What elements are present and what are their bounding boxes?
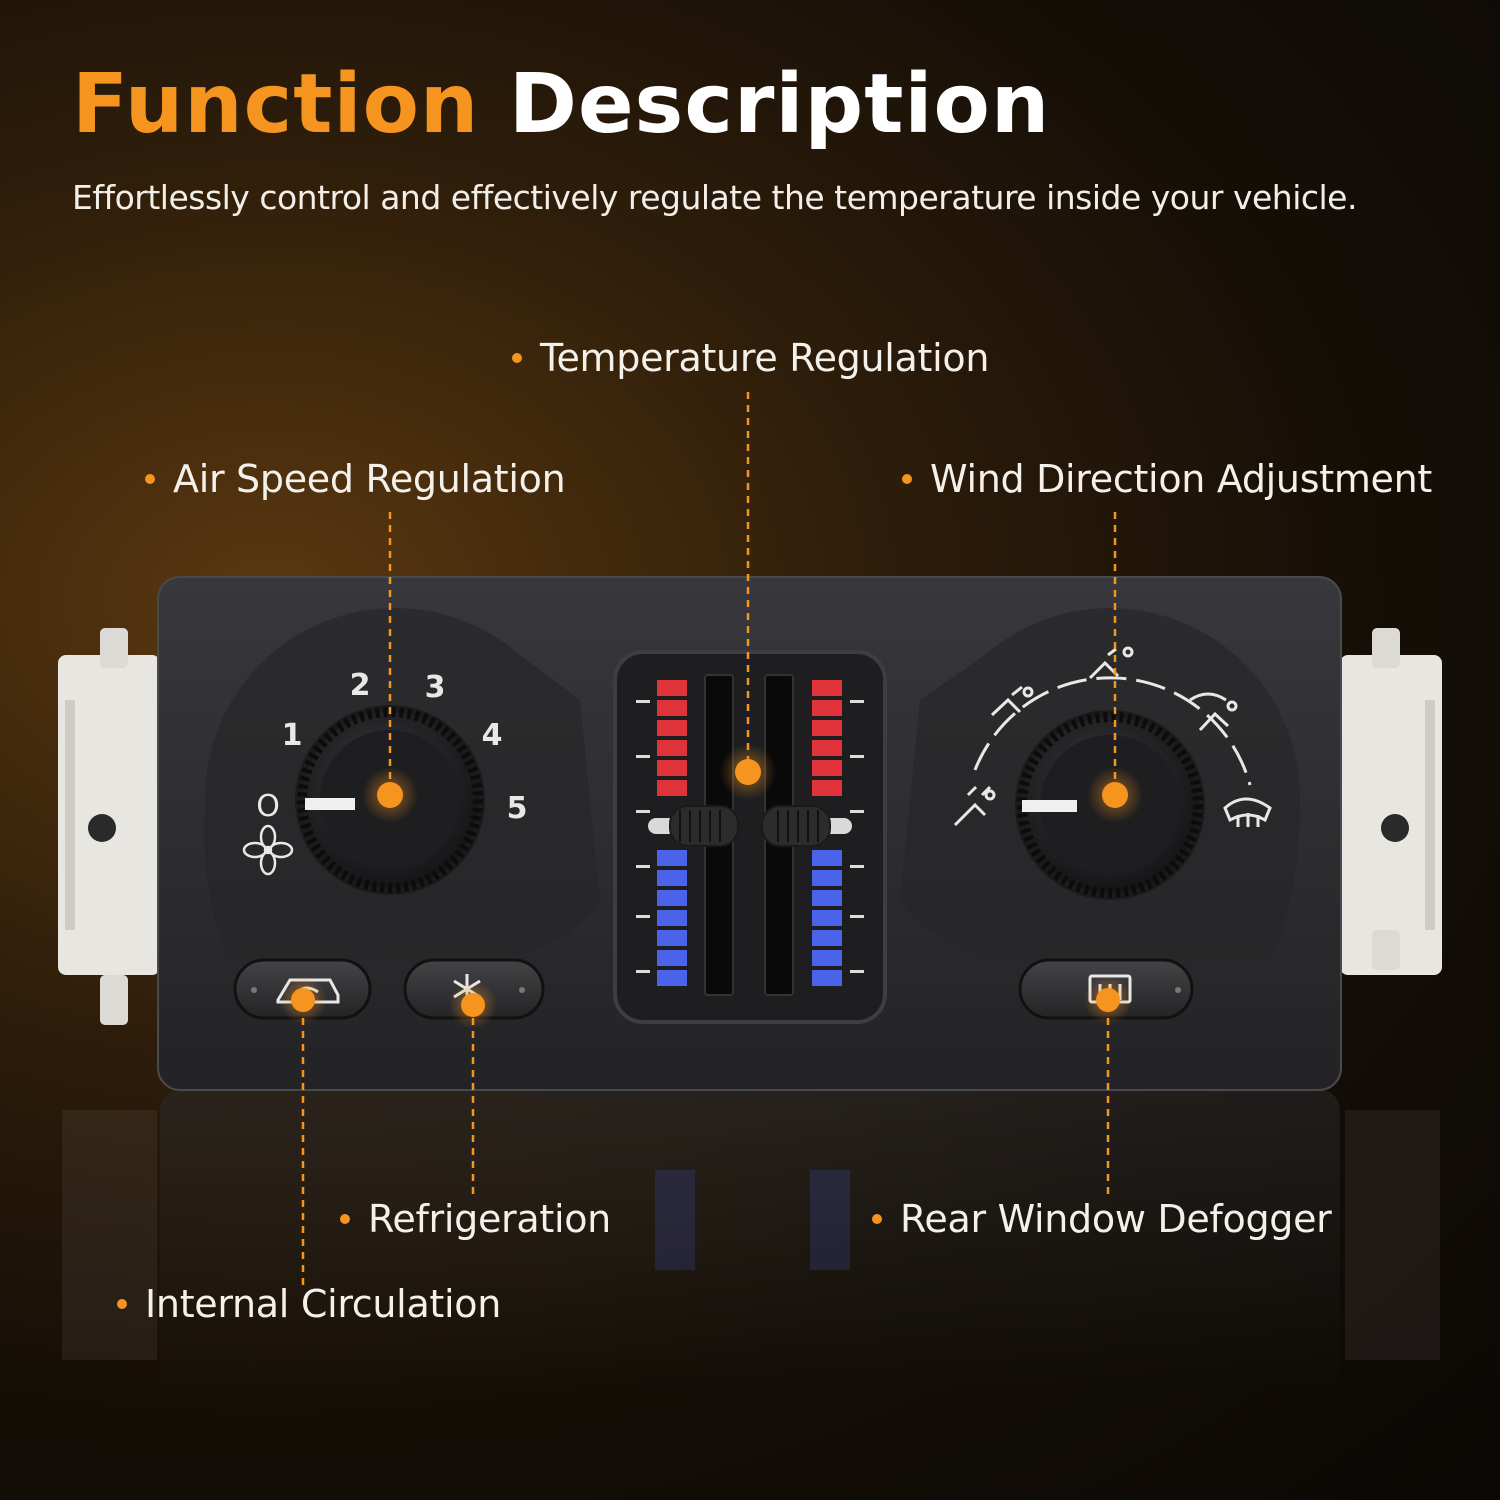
fan-speed-label-4: 4 <box>482 718 503 753</box>
panel-reflection <box>62 1090 1440 1390</box>
fan-speed-label-2: 2 <box>350 668 371 703</box>
fan-speed-label-5: 5 <box>507 791 528 826</box>
callout-wind-direction-adjustment: Wind Direction Adjustment <box>902 457 1432 501</box>
fan-dial-pointer <box>305 798 355 810</box>
bullet-dot <box>340 1213 350 1224</box>
bi-level-icon <box>1088 646 1134 680</box>
callout-air-speed-regulation: Air Speed Regulation <box>145 457 566 501</box>
floor-defrost-icon <box>1189 692 1238 732</box>
callout-air-speed-label: Air Speed Regulation <box>173 457 566 501</box>
callout-markers <box>279 744 1143 1029</box>
subtitle: Effortlessly control and effectively reg… <box>72 178 1357 217</box>
bullet-dot <box>145 473 155 484</box>
fan-speed-label-off: O <box>256 789 280 824</box>
right-temperature-scale <box>812 680 864 986</box>
callout-wind-direction-label: Wind Direction Adjustment <box>930 457 1432 501</box>
bullet-dot <box>872 1213 882 1224</box>
floor-icon <box>953 785 996 827</box>
fan-icon <box>242 824 294 876</box>
callout-internal-circulation: Internal Circulation <box>117 1282 501 1326</box>
fan-speed-label-1: 1 <box>282 718 303 753</box>
callout-refrigeration: Refrigeration <box>340 1197 611 1241</box>
bullet-dot <box>512 352 522 363</box>
title-accent: Function <box>72 57 480 152</box>
callout-rear-window-defogger: Rear Window Defogger <box>872 1197 1332 1241</box>
callout-rear-defogger-label: Rear Window Defogger <box>900 1197 1332 1241</box>
mode-dial-arc <box>973 676 1252 786</box>
page-title: Function Description <box>72 57 1051 152</box>
left-temperature-slider[interactable] <box>648 805 739 847</box>
callout-internal-circulation-label: Internal Circulation <box>145 1282 502 1326</box>
bullet-dot <box>117 1298 127 1309</box>
vent-icon <box>990 685 1034 717</box>
callout-leaders <box>301 392 1117 1285</box>
left-mounting-bracket <box>58 628 160 1025</box>
callout-refrigeration-label: Refrigeration <box>368 1197 611 1241</box>
left-temperature-scale <box>636 680 687 986</box>
title-main: Description <box>508 57 1051 152</box>
right-mounting-bracket <box>1340 628 1442 975</box>
mode-dial-pointer <box>1022 800 1077 812</box>
right-temperature-slider[interactable] <box>761 805 852 847</box>
callout-temperature-label: Temperature Regulation <box>540 336 990 380</box>
fan-speed-label-3: 3 <box>425 670 446 705</box>
temperature-slider-housing <box>613 650 887 1024</box>
front-defrost-icon <box>1223 797 1272 827</box>
bullet-dot <box>902 473 912 484</box>
callout-temperature-regulation: Temperature Regulation <box>512 336 989 380</box>
